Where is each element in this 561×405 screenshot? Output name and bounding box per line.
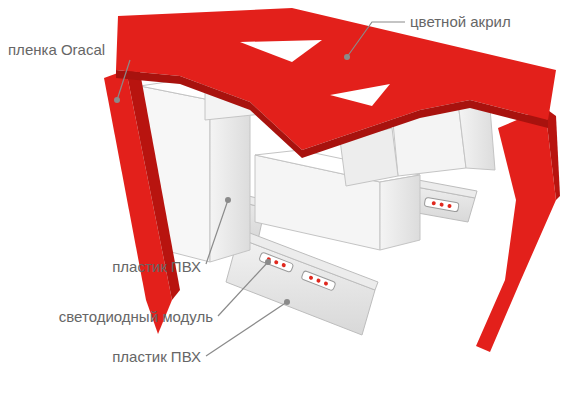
- part-label: цветной акрил: [410, 13, 511, 31]
- acrylic-face: [116, 8, 556, 158]
- part-label: пластик ПВХ: [112, 348, 201, 366]
- part-label: пленка Oracal: [8, 41, 105, 59]
- part-label: пластик ПВХ: [112, 258, 201, 276]
- leader-lines: [117, 22, 405, 356]
- part-label: светодиодный модуль: [59, 308, 213, 326]
